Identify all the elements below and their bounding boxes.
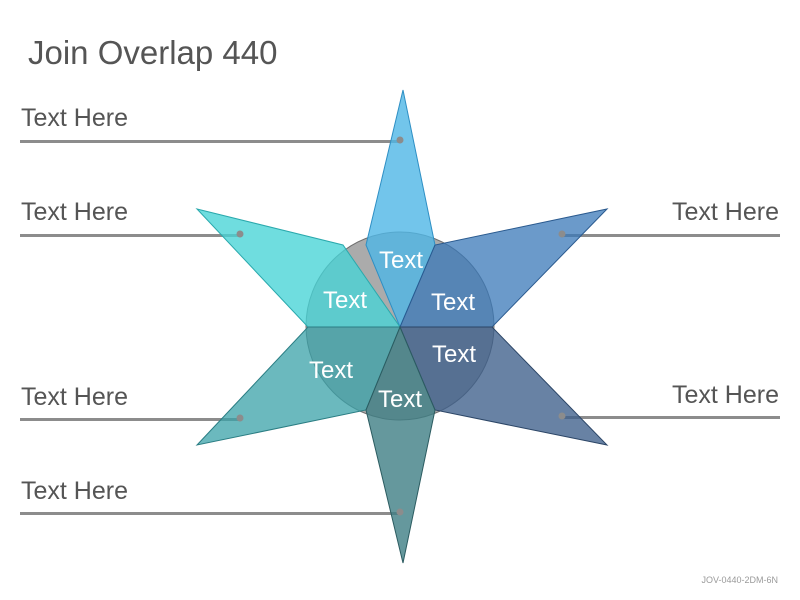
label-left-3: Text Here	[21, 383, 128, 411]
star-point-lower-left	[195, 326, 401, 446]
leader-line-left-2	[20, 234, 240, 237]
diagram-code: JOV-0440-2DM-6N	[701, 575, 778, 585]
connector-dot-left-4	[396, 508, 404, 516]
connector-dot-left-3	[236, 414, 244, 422]
star-point-bottom	[365, 325, 436, 564]
connector-dot-right-2	[558, 412, 566, 420]
label-left-1: Text Here	[21, 104, 128, 132]
center-text-lower-right: Text	[432, 341, 476, 368]
leader-line-right-1	[562, 234, 780, 237]
center-text-top: Text	[379, 247, 423, 274]
center-text-lower-left: Text	[309, 357, 353, 384]
connector-dot-left-1	[396, 136, 404, 144]
center-text-bottom: Text	[378, 386, 422, 413]
connector-dot-left-2	[236, 230, 244, 238]
leader-line-left-4	[20, 512, 400, 515]
leader-line-left-3	[20, 418, 240, 421]
label-right-2: Text Here	[672, 381, 779, 409]
center-text-upper-left: Text	[323, 287, 367, 314]
connector-dot-right-1	[558, 230, 566, 238]
leader-line-left-1	[20, 140, 400, 143]
page-title: Join Overlap 440	[28, 34, 278, 71]
label-left-4: Text Here	[21, 477, 128, 505]
leader-line-right-2	[562, 416, 780, 419]
center-text-upper-right: Text	[431, 289, 475, 316]
label-left-2: Text Here	[21, 198, 128, 226]
label-right-1: Text Here	[672, 198, 779, 226]
